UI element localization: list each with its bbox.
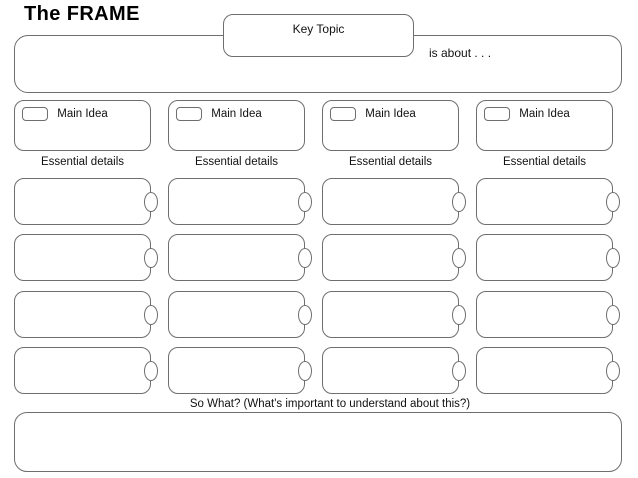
- so-what-fill-area[interactable]: [14, 412, 622, 472]
- essential-detail-box[interactable]: [14, 291, 158, 338]
- essential-detail-box[interactable]: [322, 234, 466, 281]
- main-idea-label: Main Idea: [211, 108, 262, 120]
- page-title: The FRAME: [24, 3, 140, 25]
- essential-detail-box[interactable]: [476, 234, 620, 281]
- key-topic-box[interactable]: Key Topic: [223, 14, 414, 57]
- essential-detail-box[interactable]: [168, 178, 312, 225]
- connector-oval-icon: [144, 360, 158, 381]
- main-idea-checkbox[interactable]: [22, 107, 48, 121]
- essential-details-label-1: Essential details: [40, 156, 125, 168]
- main-idea-label: Main Idea: [57, 108, 108, 120]
- connector-oval-icon: [298, 191, 312, 212]
- main-idea-box-4[interactable]: Main Idea: [476, 100, 613, 151]
- connector-oval-icon: [606, 304, 620, 325]
- main-idea-checkbox[interactable]: [330, 107, 356, 121]
- essential-detail-box[interactable]: [476, 178, 620, 225]
- connector-oval-icon: [452, 304, 466, 325]
- is-about-label: is about . . .: [429, 46, 492, 60]
- connector-oval-icon: [452, 247, 466, 268]
- connector-oval-icon: [298, 360, 312, 381]
- essential-details-label-4: Essential details: [502, 156, 587, 168]
- essential-detail-box[interactable]: [14, 178, 158, 225]
- essential-details-label-3: Essential details: [348, 156, 433, 168]
- key-topic-label: Key Topic: [292, 22, 345, 36]
- connector-oval-icon: [298, 304, 312, 325]
- essential-detail-box[interactable]: [476, 347, 620, 394]
- connector-oval-icon: [144, 304, 158, 325]
- connector-oval-icon: [452, 360, 466, 381]
- connector-oval-icon: [606, 247, 620, 268]
- connector-oval-icon: [298, 247, 312, 268]
- main-idea-box-2[interactable]: Main Idea: [168, 100, 305, 151]
- essential-detail-box[interactable]: [14, 347, 158, 394]
- essential-detail-box[interactable]: [322, 291, 466, 338]
- connector-oval-icon: [606, 191, 620, 212]
- essential-detail-box[interactable]: [168, 291, 312, 338]
- main-idea-checkbox[interactable]: [176, 107, 202, 121]
- essential-detail-box[interactable]: [168, 347, 312, 394]
- main-idea-box-1[interactable]: Main Idea: [14, 100, 151, 151]
- connector-oval-icon: [606, 360, 620, 381]
- essential-detail-box[interactable]: [322, 347, 466, 394]
- so-what-label: So What? (What's important to understand…: [189, 398, 471, 410]
- connector-oval-icon: [144, 191, 158, 212]
- essential-detail-box[interactable]: [322, 178, 466, 225]
- main-idea-label: Main Idea: [519, 108, 570, 120]
- essential-details-label-2: Essential details: [194, 156, 279, 168]
- main-idea-checkbox[interactable]: [484, 107, 510, 121]
- connector-oval-icon: [452, 191, 466, 212]
- essential-detail-box[interactable]: [476, 291, 620, 338]
- essential-detail-box[interactable]: [168, 234, 312, 281]
- main-idea-label: Main Idea: [365, 108, 416, 120]
- main-idea-box-3[interactable]: Main Idea: [322, 100, 459, 151]
- essential-detail-box[interactable]: [14, 234, 158, 281]
- connector-oval-icon: [144, 247, 158, 268]
